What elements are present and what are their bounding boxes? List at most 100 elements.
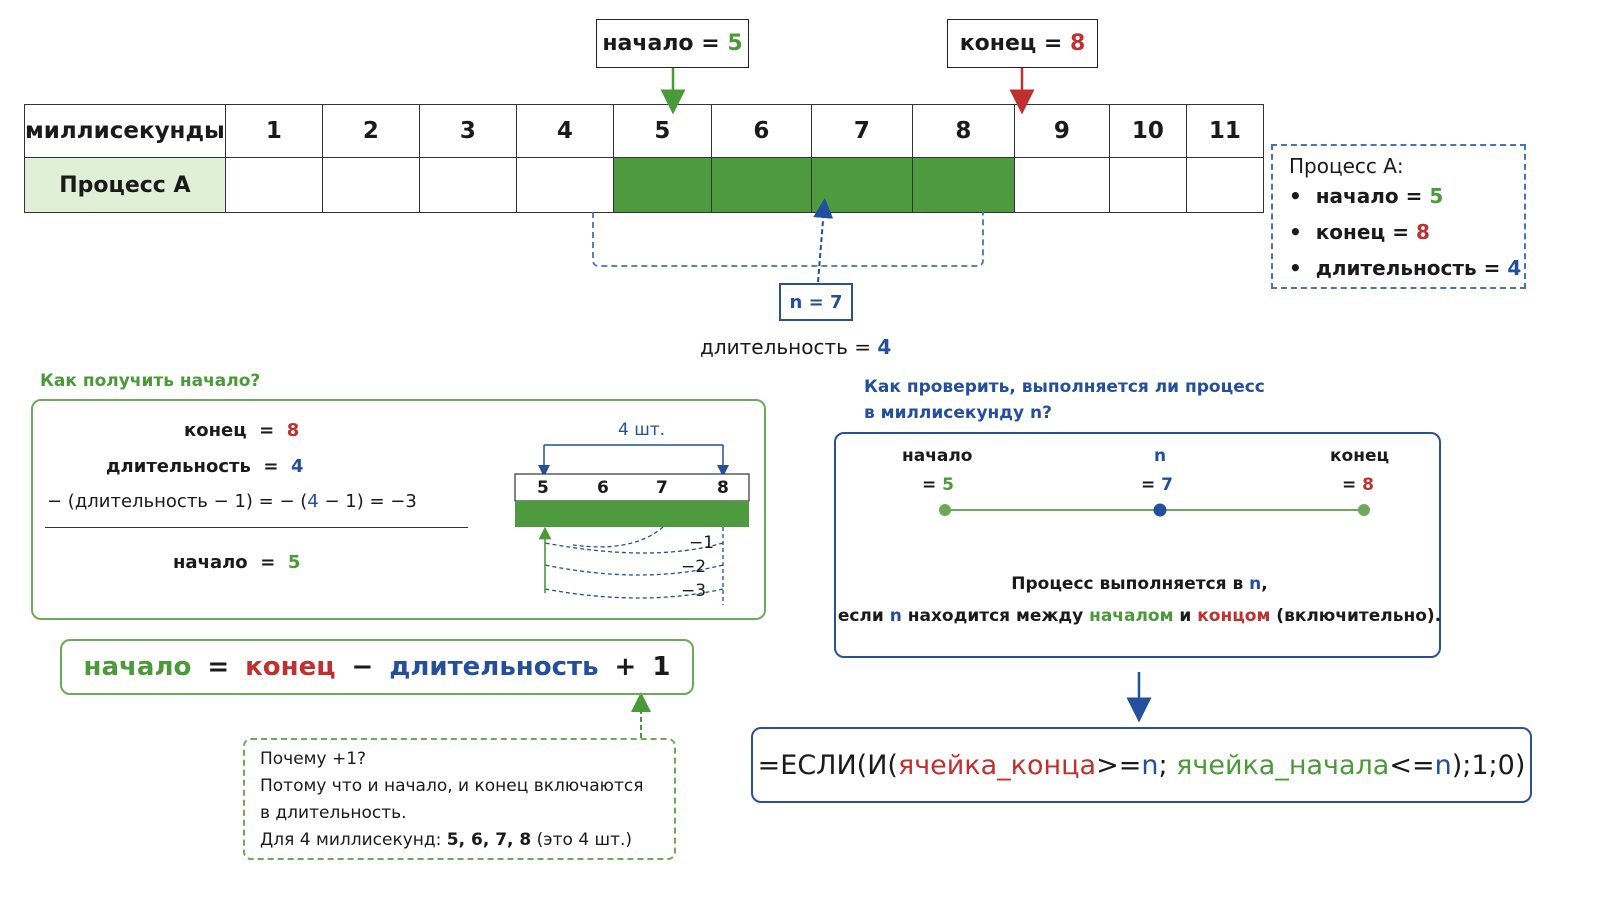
excel-le: <= [1389,749,1435,781]
summary-item-label: начало [1315,184,1399,208]
end-eq: = [259,420,275,441]
why-line1: Потому что и начало, и конец включаются [260,776,644,796]
mini-diagram [514,444,750,605]
how-start-dur-line: длительность = 4 [106,456,304,477]
check-sentence-2: если n находится между началом и концом … [836,606,1443,626]
formula-end: конец [245,652,336,682]
formula-minus: − [351,652,374,682]
why-plus-one-box: Почему +1? Потому что и начало, и конец … [243,738,676,860]
process-cell [1108,157,1187,213]
result-label: начало [173,552,248,573]
mini-step: −3 [681,581,707,601]
check-number-line [939,503,1370,517]
mini-cell: 6 [597,478,609,498]
mini-step: −2 [681,557,707,577]
n-box: n = 7 [779,283,853,321]
calc-four: 4 [307,491,319,512]
dur-eq: = [263,456,279,477]
start-label-value: 5 [727,31,743,56]
ms-cell: 7 [810,104,913,158]
timeline-header-row: миллисекунды 1 2 3 4 5 6 7 8 9 10 11 [24,104,1264,158]
excel-n2: n [1434,749,1452,781]
ms-cell: 1 [224,104,323,158]
summary-item-value: 5 [1429,184,1444,208]
result-eq: = [260,552,276,573]
summary-item-value: 4 [1507,256,1522,280]
calc-prefix: − (длительность − 1) = − ( [47,491,308,512]
duration-value: 4 [877,335,892,359]
process-header: Процесс А [24,157,226,213]
why-line3-prefix: Для 4 миллисекунд: [260,830,447,850]
n-box-label: n = 7 [789,291,843,313]
duration-label: длительность [700,335,848,359]
check-title-1: Как проверить, выполняется ли процесс [864,377,1265,397]
formula-eq: = [207,652,230,682]
summary-item-label: длительность [1315,256,1477,280]
process-cell [911,157,1015,213]
process-cell [515,157,614,213]
result-value: 5 [287,552,301,573]
how-start-title: Как получить начало? [40,371,261,391]
start-label-eq: = [701,31,720,56]
process-row: Процесс А [24,157,1264,213]
excel-sep: ; [1158,749,1177,781]
start-label-box: начало = 5 [596,19,749,68]
process-cell [1013,157,1110,213]
dur-value: 4 [291,456,304,477]
how-start-result: начало = 5 [173,552,300,573]
check-s2-start: началом [1089,606,1174,626]
ms-cell: 2 [321,104,420,158]
check-start-value: 5 [942,475,955,495]
check-s1-n: n [1249,574,1262,594]
why-title: Почему +1? [260,749,367,769]
check-n-eq: = [1141,475,1162,495]
check-sentence-1: Процесс выполняется в n, [836,574,1443,594]
duration-line: длительность = 4 [700,335,891,359]
why-line3-suffix: (это 4 шт.) [531,830,633,850]
why-line2: в длительность. [260,803,407,823]
summary-item-eq: = [1405,184,1423,208]
summary-item-eq: = [1483,256,1501,280]
how-start-end-line: конец = 8 [184,420,299,441]
check-end-label: конец [1330,446,1390,466]
summary-item: • начало = 5 [1289,184,1444,208]
dur-label: длительность [106,456,251,477]
excel-prefix: =ЕСЛИ(И( [757,749,898,781]
ms-header: миллисекунды [24,104,226,158]
formula-box: начало = конец − длительность + 1 [60,639,694,695]
mini-count: 4 шт. [618,420,666,440]
how-start-box: конец = 8 длительность = 4 − (длительнос… [31,399,766,620]
check-box: начало = 5 n = 7 конец = 8 Процесс выпол… [834,432,1441,658]
summary-item-eq: = [1392,220,1409,244]
excel-end-cell: ячейка_конца [897,749,1097,781]
check-start-value-line: = 5 [922,475,954,495]
excel-n1: n [1141,749,1159,781]
how-start-calc: − (длительность − 1) = − (4 − 1) = −3 [47,491,417,512]
summary-item-label: конец [1315,220,1386,244]
check-start-label: начало [902,446,973,466]
summary-title: Процесс А: [1289,154,1404,178]
process-cell [710,157,812,213]
mini-cell: 5 [537,478,549,498]
calc-suffix: − 1) = −3 [318,491,417,512]
process-cell [612,157,712,213]
check-n-label: n [1154,446,1167,466]
check-s1-a: Процесс выполняется в [1011,574,1250,594]
summary-item-value: 8 [1415,220,1430,244]
timeline-table: миллисекунды 1 2 3 4 5 6 7 8 9 10 11 Про… [24,104,1264,213]
process-cell [321,157,420,213]
formula-dur: длительность [389,652,599,682]
check-s2-a: если [837,606,890,626]
start-dot [939,504,951,516]
mini-step: −1 [689,533,715,553]
ms-cell: 3 [418,104,517,158]
end-label: конец [184,420,247,441]
summary-item: • конец = 8 [1289,220,1430,244]
excel-ge: >= [1096,749,1142,781]
end-value: 8 [286,420,300,441]
n-dot [1153,503,1167,517]
check-end-eq: = [1342,475,1363,495]
ms-cell: 11 [1185,104,1264,158]
end-label-eq: = [1043,31,1063,56]
